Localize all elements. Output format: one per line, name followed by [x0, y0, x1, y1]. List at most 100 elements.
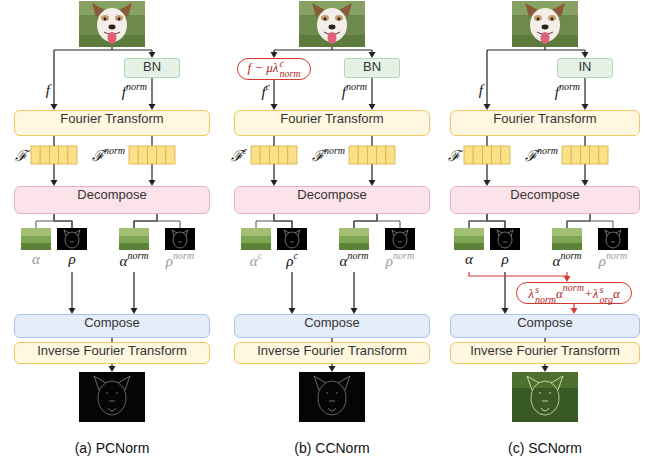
compose-box: Compose [234, 314, 430, 338]
decompose-box: Decompose [14, 186, 210, 214]
text-wrap: Fourier Transform [493, 111, 596, 126]
text: Decompose [297, 187, 366, 202]
text: f [46, 82, 50, 98]
spectrum-bar [349, 146, 395, 164]
text: norm [346, 81, 367, 92]
text: f [342, 84, 346, 100]
text-wrap: Inverse Fourier Transform [470, 343, 620, 358]
transform-box: Fourier Transform [234, 110, 430, 136]
tree-line [256, 214, 400, 228]
text: norm [559, 81, 580, 92]
connector [469, 214, 590, 282]
text: Fourier Transform [493, 111, 596, 126]
norm-layer-box: BN [344, 58, 400, 78]
text-wrap: Decompose [510, 187, 579, 202]
text: Decompose [77, 187, 146, 202]
text: norm [324, 145, 345, 156]
text: Fourier Transform [60, 111, 163, 126]
text-wrap: Fourier Transform [60, 111, 163, 126]
phase-image [277, 228, 307, 250]
text: α [32, 251, 40, 267]
text: c [243, 145, 247, 156]
amplitude-image [241, 228, 271, 250]
text: ℱ [312, 148, 324, 164]
text-wrap: BN [143, 59, 161, 74]
amplitude-image [339, 228, 369, 250]
connector [271, 80, 278, 110]
transform-box: Fourier Transform [14, 110, 210, 136]
text: ρ [501, 251, 508, 267]
text-wrap: Compose [84, 315, 140, 330]
math-label: αnorm [120, 251, 149, 270]
output-line [111, 364, 112, 366]
connector-line [584, 78, 585, 105]
formula-box: λsnormαnorm+λsorgα [516, 282, 632, 304]
text: norm [127, 250, 148, 261]
math-label: ρ [68, 251, 75, 268]
text: f [555, 84, 559, 100]
text: α [120, 253, 128, 269]
text-wrap: Decompose [77, 187, 146, 202]
text: norm [347, 250, 368, 261]
connector [274, 214, 377, 314]
connector-line [54, 214, 157, 309]
math-label: ρc [286, 251, 298, 270]
text-wrap: f − μλcnorm [247, 60, 300, 75]
text: Fourier Transform [280, 111, 383, 126]
spectrum-bar [31, 146, 77, 164]
text: α [553, 253, 561, 269]
text: norm [393, 250, 414, 261]
arrow-head [109, 366, 116, 372]
math-label: ℱ [15, 145, 27, 165]
text: norm [560, 250, 581, 261]
math-label: fnorm [555, 82, 580, 101]
text: norm [563, 282, 584, 293]
text: Inverse Fourier Transform [37, 343, 187, 358]
arrow-head [542, 366, 549, 372]
transform-box: Inverse Fourier Transform [450, 342, 640, 364]
connector [571, 304, 578, 314]
transform-box: Inverse Fourier Transform [14, 342, 210, 364]
text: α [250, 253, 258, 269]
text: ℱ [448, 148, 460, 164]
connector-line [273, 80, 274, 105]
text: f [261, 84, 265, 100]
math-label: fnorm [122, 82, 147, 101]
text: norm [606, 250, 627, 261]
text: Inverse Fourier Transform [470, 343, 620, 358]
connector-line [469, 272, 567, 277]
math-label: α [465, 251, 473, 268]
spectrum-bar [562, 146, 608, 164]
text: norm [173, 250, 194, 261]
text: α [556, 286, 563, 301]
compose-box: Compose [450, 314, 640, 338]
text-wrap: Decompose [297, 187, 366, 202]
text: c [293, 250, 297, 261]
text: f [122, 84, 126, 100]
math-label: ℱnorm [525, 145, 558, 165]
text: Inverse Fourier Transform [257, 343, 407, 358]
phase-image [165, 228, 195, 250]
text: org [599, 295, 613, 305]
script-pair: cnorm [279, 59, 300, 79]
tree-line [469, 214, 613, 228]
text: BN [363, 59, 381, 74]
script-pair: snorm [535, 285, 556, 305]
text: c [279, 59, 300, 69]
text: c [266, 81, 270, 92]
norm-layer-box: IN [557, 58, 613, 78]
text: ℱ [231, 148, 243, 164]
text: norm [537, 145, 558, 156]
output-line [544, 364, 545, 366]
connector [582, 78, 589, 110]
text-wrap: Inverse Fourier Transform [37, 343, 187, 358]
text: α [465, 251, 473, 267]
text-wrap: BN [363, 59, 381, 74]
amplitude-image [119, 228, 149, 250]
panel-caption: (a) PCNorm [75, 440, 150, 456]
amplitude-image [21, 228, 51, 250]
input-image [299, 1, 365, 47]
connector [149, 78, 156, 110]
